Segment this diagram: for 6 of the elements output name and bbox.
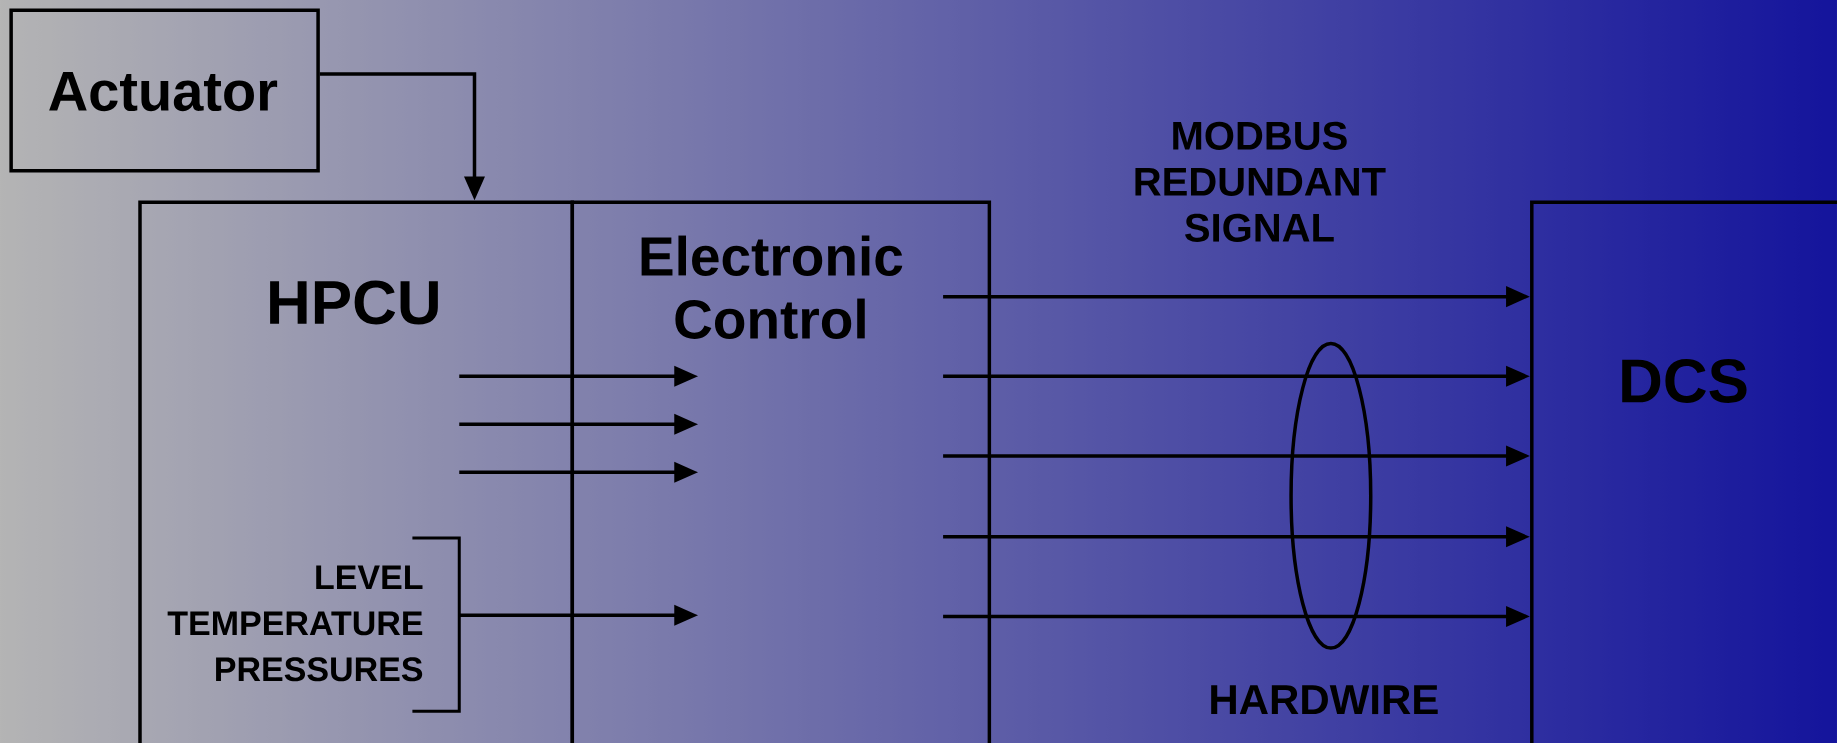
- control-box: Electronic Control: [570, 200, 992, 743]
- bundle-label-drawing: HARDWIRE: [1211, 341, 1438, 715]
- measurement-list: LEVEL TEMPERATURE PRESSURES: [167, 565, 423, 682]
- protocol-label: MODBUS REDUNDANT SIGNAL: [1135, 121, 1386, 242]
- component-box: Actuator: [9, 8, 320, 173]
- system-box: DCS: [1530, 200, 1837, 743]
